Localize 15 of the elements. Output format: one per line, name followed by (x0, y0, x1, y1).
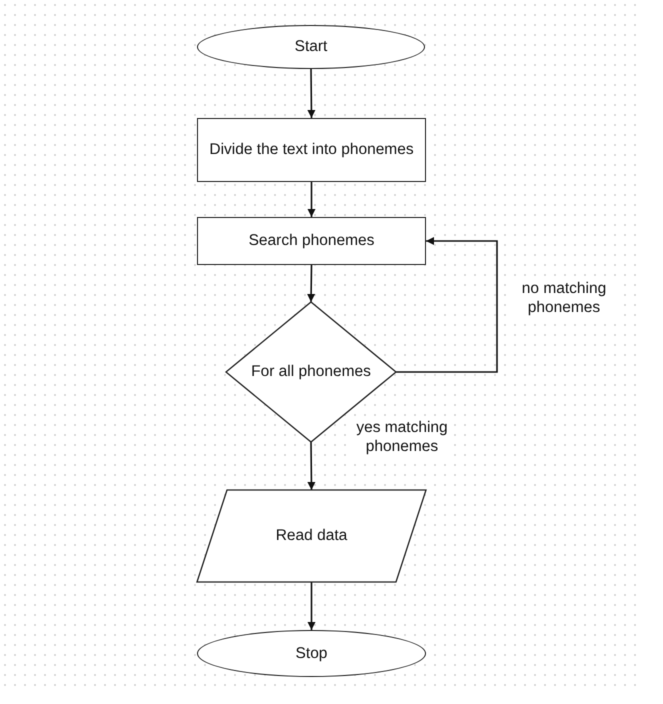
arrow (307, 264, 316, 302)
node-label: Divide the text into phonemes (208, 140, 415, 160)
node-label: Stop (294, 644, 328, 664)
node-label: Start (294, 37, 328, 57)
arrow (307, 69, 316, 118)
node-label: Read data (274, 526, 348, 546)
node-label: Search phonemes (248, 231, 376, 251)
arrow (307, 442, 316, 490)
process-box (197, 118, 426, 182)
process-box (197, 217, 426, 265)
arrow (308, 582, 316, 630)
arrow (308, 182, 316, 217)
node-label: For all phonemes (250, 362, 372, 382)
edge-label: yes matching phonemes (354, 418, 450, 456)
arrow (396, 237, 498, 373)
